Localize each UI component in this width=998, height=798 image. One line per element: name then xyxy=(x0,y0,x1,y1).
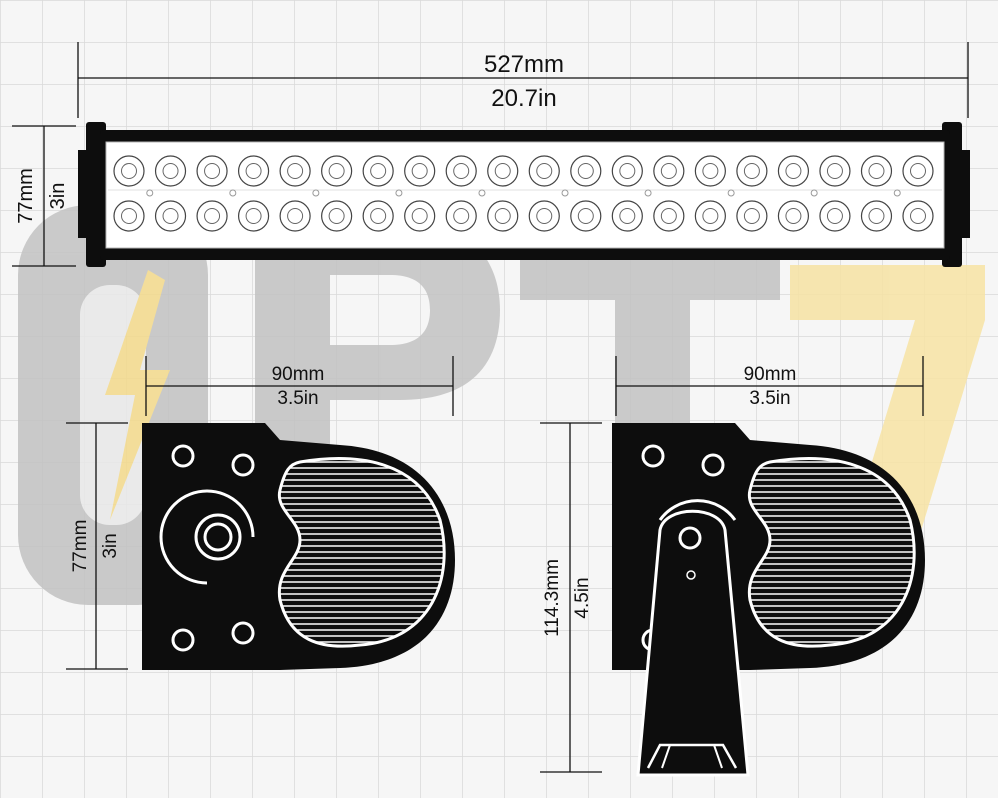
side-view-right xyxy=(612,423,925,777)
led-chip xyxy=(245,208,262,224)
left-height-mm-label: 77mm xyxy=(70,520,91,573)
led-chip xyxy=(785,163,802,179)
lens-screw-mark xyxy=(478,189,486,197)
led-chip xyxy=(204,208,221,224)
led-chip xyxy=(494,208,511,224)
led-chip xyxy=(660,208,677,224)
led-chip xyxy=(162,163,179,179)
mounting-bracket-small-hole xyxy=(686,570,696,580)
led-chip xyxy=(370,208,387,224)
mounting-bracket-foot xyxy=(646,743,738,769)
led-chip xyxy=(619,163,636,179)
right-width-in-label: 3.5in xyxy=(749,388,790,409)
led-chip xyxy=(121,208,137,224)
led-chip xyxy=(577,208,594,224)
mounting-bracket-foot-left-rib xyxy=(661,744,671,769)
right-pivot-arc xyxy=(658,499,737,521)
left-bolt-hole-top-left xyxy=(171,444,195,468)
lens-screw-mark xyxy=(312,189,320,197)
mounting-bracket-arm xyxy=(636,509,750,777)
light-bar-front-view xyxy=(78,122,970,267)
led-chip xyxy=(785,208,802,224)
left-bracket-edge xyxy=(142,423,152,670)
led-chip xyxy=(619,208,636,224)
lens-screw-mark xyxy=(146,189,154,197)
led-chip xyxy=(702,208,719,224)
bar-width-in-label: 20.7in xyxy=(491,85,556,112)
led-chip xyxy=(743,163,760,179)
light-bar-lens xyxy=(105,141,945,249)
led-chip xyxy=(660,163,677,179)
led-chip xyxy=(370,163,387,179)
led-chip xyxy=(494,163,511,179)
led-chip xyxy=(826,163,843,179)
led-chip xyxy=(328,208,345,224)
lens-screw-mark xyxy=(229,189,237,197)
led-chip xyxy=(411,208,428,224)
led-chip xyxy=(328,163,345,179)
led-chip xyxy=(287,208,304,224)
dimension-lines xyxy=(12,42,969,773)
led-chip xyxy=(287,163,304,179)
lens-screw-mark xyxy=(644,189,652,197)
watermark-lightning-icon xyxy=(105,270,170,520)
lens-screw-mark xyxy=(395,189,403,197)
led-chip xyxy=(162,208,179,224)
right-heatsink-fins xyxy=(749,461,915,643)
left-width-mm-label: 90mm xyxy=(272,364,325,385)
left-pivot-hole xyxy=(203,522,233,552)
led-chip xyxy=(245,163,262,179)
led-chip xyxy=(868,208,885,224)
led-chip xyxy=(453,163,470,179)
led-chip xyxy=(826,208,843,224)
bar-width-mm-label: 527mm xyxy=(484,51,564,78)
left-width-in-label: 3.5in xyxy=(277,388,318,409)
right-bolt-hole-top-left xyxy=(641,444,665,468)
led-chip xyxy=(910,208,926,224)
left-height-in-label: 3in xyxy=(100,533,121,558)
watermark-seven xyxy=(790,265,985,600)
right-width-mm-label: 90mm xyxy=(744,364,797,385)
led-chip xyxy=(204,163,221,179)
led-chip xyxy=(453,208,470,224)
mounting-bracket-foot-right-rib xyxy=(713,744,723,769)
left-bolt-hole-bottom-left xyxy=(171,628,195,652)
led-array xyxy=(113,155,934,232)
left-bolt-hole-bottom-right xyxy=(231,621,255,645)
right-bracket-edge xyxy=(612,423,622,670)
bar-height-mm-label: 77mm xyxy=(15,168,37,224)
right-bolt-hole-top-right xyxy=(701,453,725,477)
right-height-mm-label: 114.3mm xyxy=(542,559,563,637)
lens-screw-mark xyxy=(727,189,735,197)
lens-screw-mark xyxy=(810,189,818,197)
led-chip xyxy=(868,163,885,179)
lens-screw-mark xyxy=(561,189,569,197)
led-chip xyxy=(743,208,760,224)
side-view-left xyxy=(142,423,455,670)
light-bar-left-mount xyxy=(78,150,90,238)
led-chip xyxy=(411,163,428,179)
led-chip xyxy=(910,163,926,179)
mounting-bracket-pivot-bolt xyxy=(678,526,702,550)
watermark-p-bowl xyxy=(255,220,500,400)
light-bar-right-mount xyxy=(958,150,970,238)
led-chip xyxy=(702,163,719,179)
led-chip xyxy=(121,163,137,179)
led-chip xyxy=(536,163,553,179)
led-chip xyxy=(536,208,553,224)
lens-screw-mark xyxy=(893,189,901,197)
left-bolt-hole-top-right xyxy=(231,453,255,477)
led-chip xyxy=(577,163,594,179)
right-height-in-label: 4.5in xyxy=(572,577,593,618)
left-pivot-arc xyxy=(159,489,255,585)
bar-height-in-label: 3in xyxy=(47,183,69,210)
